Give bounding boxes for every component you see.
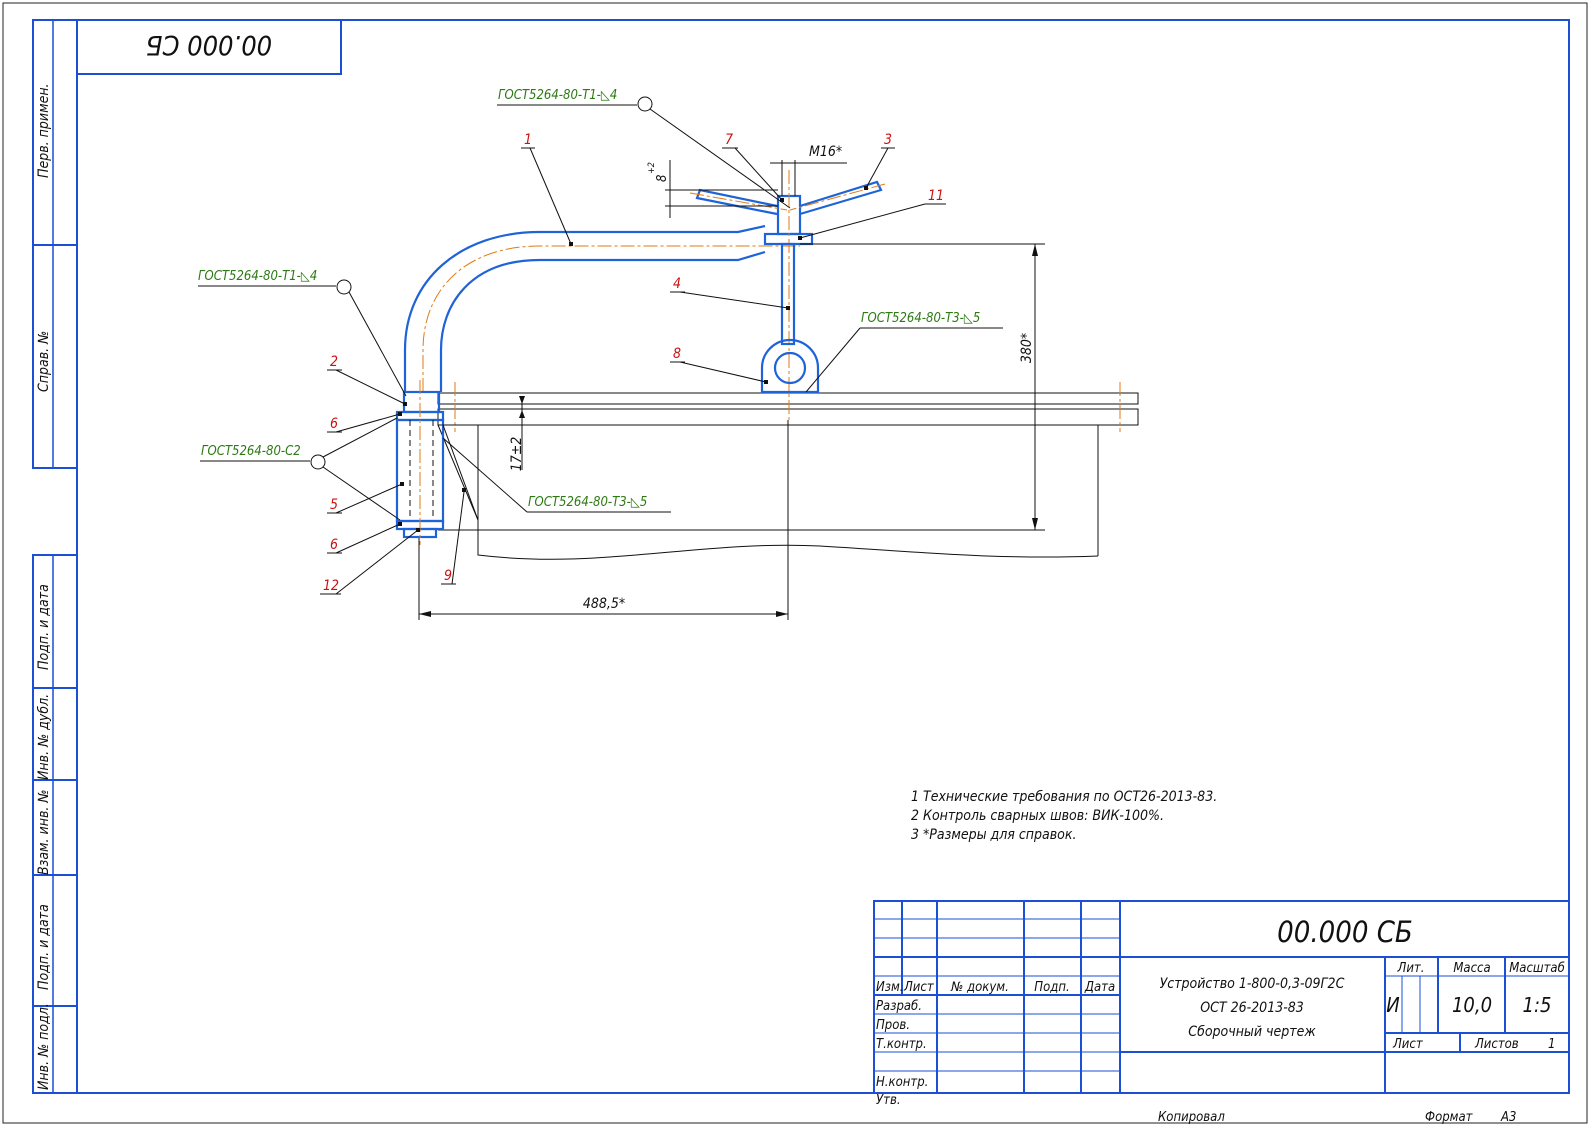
tb-col-izm: Изм.: [876, 980, 904, 995]
position-numbers: 1 7 3 11 4 8 2: [320, 132, 946, 595]
position-6-top: 6: [330, 416, 338, 432]
tb-mass-value: 10,0: [1452, 993, 1492, 1017]
position-12: 12: [323, 578, 339, 594]
side-label-podp-data-2: Подп. и дата: [36, 904, 52, 990]
position-11: 11: [928, 188, 944, 204]
bent-tube: [403, 224, 800, 392]
dim-length: 488,5*: [583, 596, 625, 612]
side-label-sprav-no: Справ. №: [36, 331, 52, 392]
technical-notes: 1 Технические требования по ОСТ26-2013-8…: [911, 789, 1217, 843]
note-3: 3 *Размеры для справок.: [911, 827, 1076, 843]
top-stamp: 00.000 СБ: [76, 19, 342, 75]
note-1: 1 Технические требования по ОСТ26-2013-8…: [911, 789, 1217, 805]
position-6-bottom: 6: [330, 537, 338, 553]
tb-row-utv: Утв.: [876, 1093, 901, 1108]
assembly-drawing: 380* 488,5* 17±2 8 +2 M16*: [198, 88, 1139, 620]
stem: [780, 242, 796, 346]
tb-row-razrab: Разраб.: [876, 999, 922, 1014]
weld-note-1: ГОСТ5264-80-Т1-◺4: [498, 88, 617, 103]
tb-scale-label: Масштаб: [1509, 961, 1565, 976]
side-label-perv-primen: Перв. примен.: [36, 83, 52, 178]
tb-scale-value: 1:5: [1523, 993, 1552, 1017]
tb-col-podp: Подп.: [1034, 980, 1069, 995]
side-label-podp-data-1: Подп. и дата: [36, 584, 52, 670]
tb-sheets-label: Листов: [1474, 1037, 1519, 1052]
weld-note-2: ГОСТ5264-80-Т1-◺4: [198, 269, 317, 284]
position-7: 7: [725, 132, 733, 148]
position-2: 2: [330, 354, 338, 370]
tb-designation: 00.000 СБ: [1277, 915, 1413, 949]
position-8: 8: [673, 346, 681, 362]
weld-notes: ГОСТ5264-80-Т1-◺4 ГОСТ5264-80-Т1-◺4 ГОСТ…: [198, 88, 1003, 521]
side-strip: Перв. примен. Справ. № Подп. и дата Инв.…: [32, 19, 78, 1094]
tb-name-line2: ОСТ 26-2013-83: [1200, 1000, 1304, 1016]
title-block: 00.000 СБ Устройство 1-800-0,3-09Г2С ОСТ…: [873, 900, 1570, 1125]
position-1: 1: [524, 132, 532, 148]
dim-gap: 17±2: [509, 437, 525, 472]
tb-lit-value: И: [1386, 993, 1399, 1017]
side-label-inv-dubl: Инв. № дубл.: [36, 694, 52, 780]
position-4: 4: [673, 276, 681, 292]
side-label-inv-podl: Инв. № подл.: [36, 1003, 52, 1090]
position-5: 5: [330, 497, 338, 513]
tb-mass-label: Масса: [1453, 961, 1490, 976]
eye-lug: [760, 338, 820, 394]
tb-format-value: А3: [1500, 1110, 1516, 1125]
dim-height-tol: 8: [655, 175, 670, 182]
position-9: 9: [444, 568, 452, 584]
tb-format-label: Формат: [1425, 1110, 1474, 1125]
tb-col-data: Дата: [1084, 980, 1115, 995]
tb-col-dokum: № докум.: [950, 980, 1009, 995]
tb-sheet-label: Лист: [1392, 1037, 1424, 1052]
dim-height-tol-sup: +2: [647, 162, 657, 174]
weld-note-4: ГОСТ5264-80-С2: [201, 444, 301, 459]
tb-copied: Копировал: [1158, 1110, 1225, 1125]
tb-row-prov: Пров.: [876, 1018, 910, 1033]
sleeve-assembly: [395, 380, 479, 545]
note-2: 2 Контроль сварных швов: ВИК-100%.: [911, 808, 1164, 824]
tb-row-nkontr: Н.контр.: [876, 1075, 928, 1090]
dim-thread: M16*: [809, 144, 842, 160]
tb-name-line1: Устройство 1-800-0,3-09Г2С: [1160, 976, 1345, 992]
tb-sheets-value: 1: [1548, 1037, 1555, 1052]
dimensions: 380* 488,5* 17±2 8 +2 M16*: [418, 144, 1045, 620]
tb-lit-label: Лит.: [1397, 961, 1425, 976]
tb-name-line3: Сборочный чертеж: [1188, 1024, 1316, 1040]
weld-note-3: ГОСТ5264-80-Т3-◺5: [861, 311, 980, 326]
tb-row-tkontr: Т.контр.: [876, 1037, 927, 1052]
side-label-vzam-inv: Взам. инв. №: [36, 789, 52, 875]
tb-col-list: Лист: [903, 980, 935, 995]
weld-note-5: ГОСТ5264-80-Т3-◺5: [528, 495, 647, 510]
top-stamp-designation: 00.000 СБ: [146, 29, 272, 60]
dim-height-total: 380*: [1019, 333, 1035, 363]
position-3: 3: [884, 132, 892, 148]
